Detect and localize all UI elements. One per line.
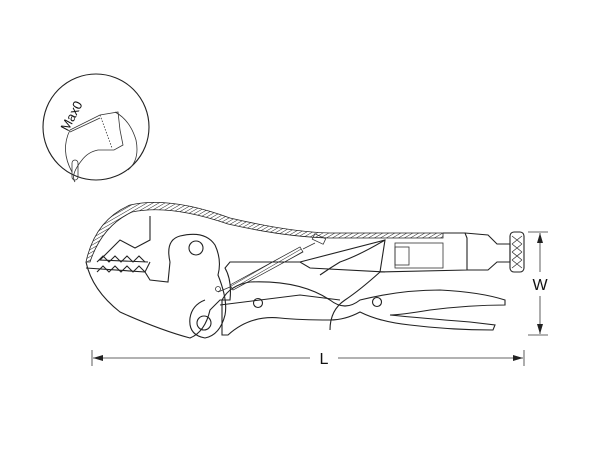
length-label: L	[320, 351, 329, 368]
spring	[229, 246, 304, 291]
width-label: W	[532, 277, 548, 294]
width-dimension: W	[528, 231, 548, 336]
max-opening-label: Max0	[57, 98, 85, 133]
pivot-hole-upper	[188, 240, 204, 256]
pivot-hole-lower	[196, 315, 212, 331]
pliers-body	[85, 201, 525, 339]
length-dimension: L	[91, 350, 525, 368]
adjusting-knob	[509, 231, 525, 273]
jaw-detail-inset: Max0	[42, 73, 150, 183]
